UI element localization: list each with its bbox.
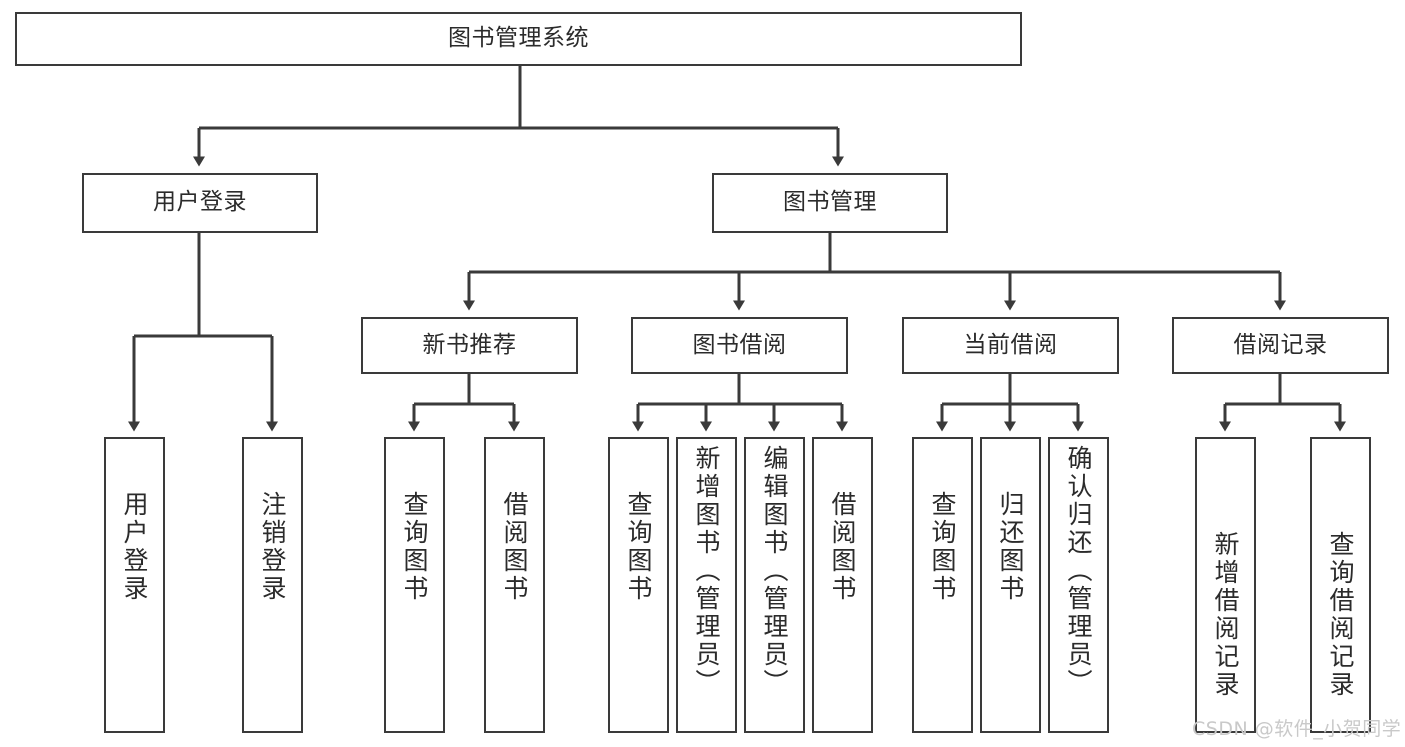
node-label: 图书借阅 — [692, 331, 787, 358]
node-label: 编辑图书（管理员） — [760, 445, 789, 697]
node-leaf-borrow-book[interactable]: 借阅图书 — [812, 437, 873, 733]
node-label: 查询图书 — [400, 491, 429, 603]
node-leaf-query-book-current[interactable]: 查询图书 — [912, 437, 973, 733]
node-label: 借阅记录 — [1233, 331, 1328, 358]
node-label: 新增图书（管理员） — [692, 445, 721, 697]
node-label: 借阅图书 — [828, 491, 857, 603]
node-label: 用户登录 — [153, 189, 247, 216]
node-label: 查询图书 — [928, 491, 957, 603]
node-label: 查询借阅记录 — [1326, 531, 1355, 699]
node-root-book-management-system[interactable]: 图书管理系统 — [15, 12, 1022, 66]
node-label: 归还图书 — [996, 491, 1025, 603]
node-leaf-return-book[interactable]: 归还图书 — [980, 437, 1041, 733]
watermark-csdn: CSDN @软件_小贺同学 — [1192, 718, 1402, 740]
node-label: 图书管理系统 — [448, 25, 589, 52]
node-book-borrow[interactable]: 图书借阅 — [631, 317, 848, 374]
node-leaf-query-borrow-record[interactable]: 查询借阅记录 — [1310, 437, 1371, 733]
node-label: 新书推荐 — [422, 331, 517, 358]
node-label: 查询图书 — [624, 491, 653, 603]
node-current-borrow[interactable]: 当前借阅 — [902, 317, 1119, 374]
node-label: 图书管理 — [783, 189, 877, 216]
node-label: 注销登录 — [258, 491, 287, 603]
node-leaf-add-book-admin[interactable]: 新增图书（管理员） — [676, 437, 737, 733]
node-label: 用户登录 — [120, 491, 149, 603]
node-label: 借阅图书 — [500, 491, 529, 603]
node-label: 新增借阅记录 — [1211, 531, 1240, 699]
node-new-book-recommend[interactable]: 新书推荐 — [361, 317, 578, 374]
node-leaf-add-borrow-record[interactable]: 新增借阅记录 — [1195, 437, 1256, 733]
node-leaf-logout[interactable]: 注销登录 — [242, 437, 303, 733]
node-borrow-record[interactable]: 借阅记录 — [1172, 317, 1389, 374]
node-leaf-query-book-borrow[interactable]: 查询图书 — [608, 437, 669, 733]
node-label: 确认归还（管理员） — [1064, 445, 1093, 697]
node-leaf-confirm-return-admin[interactable]: 确认归还（管理员） — [1048, 437, 1109, 733]
node-book-management[interactable]: 图书管理 — [712, 173, 948, 233]
node-leaf-borrow-book-recommend[interactable]: 借阅图书 — [484, 437, 545, 733]
node-leaf-edit-book-admin[interactable]: 编辑图书（管理员） — [744, 437, 805, 733]
node-leaf-query-book-recommend[interactable]: 查询图书 — [384, 437, 445, 733]
node-label: 当前借阅 — [963, 331, 1058, 358]
node-leaf-user-login[interactable]: 用户登录 — [104, 437, 165, 733]
node-user-login[interactable]: 用户登录 — [82, 173, 318, 233]
